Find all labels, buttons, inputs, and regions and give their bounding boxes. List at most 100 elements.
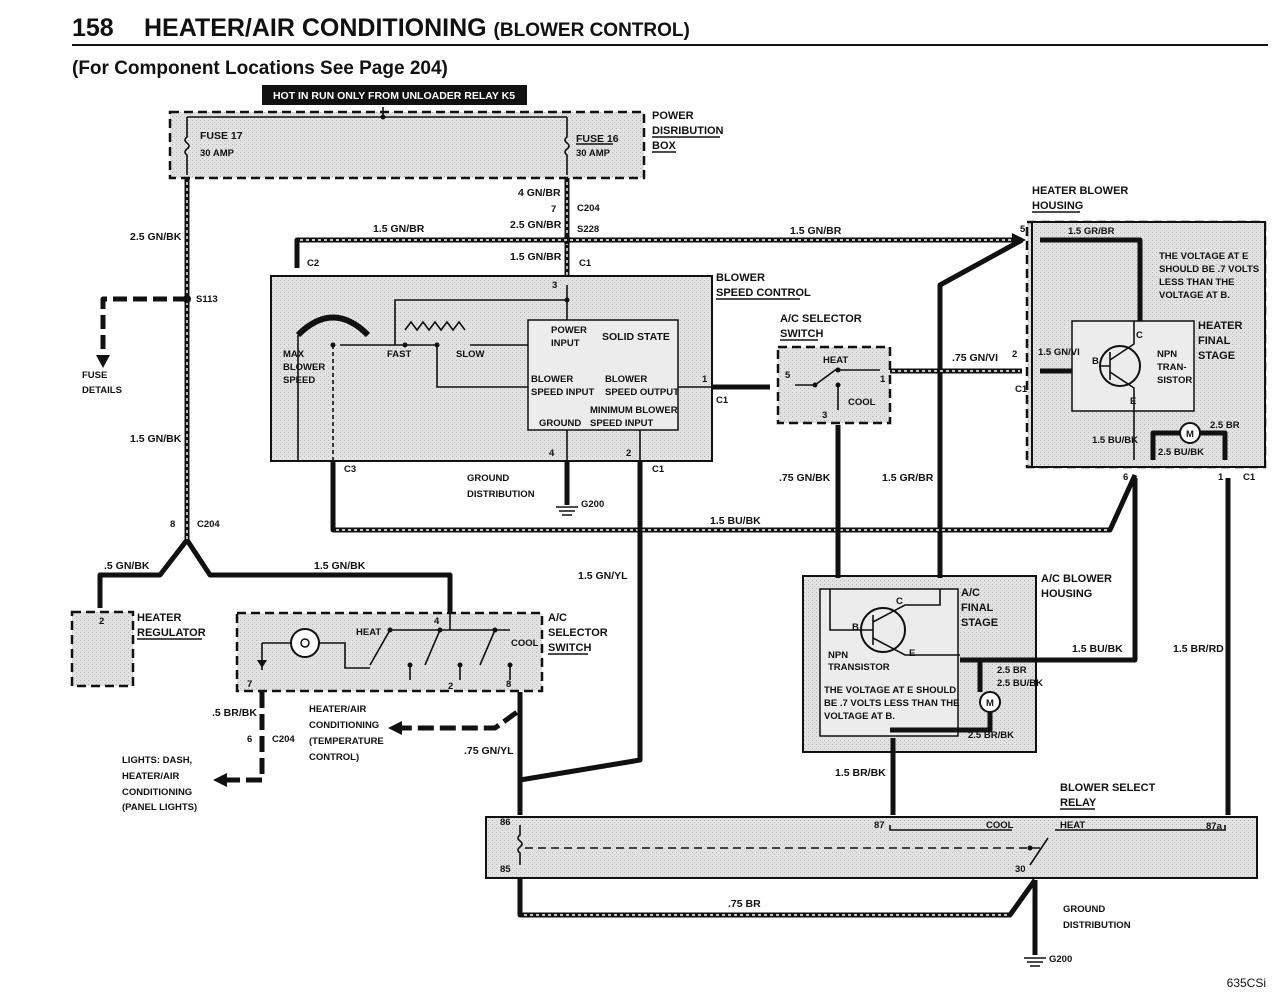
acs-top-title-2: SWITCH (780, 328, 823, 340)
acs-top-pin3: 3 (822, 410, 827, 421)
hfs-npn-2: TRAN- (1157, 362, 1187, 373)
c1-top: C1 (579, 258, 592, 269)
acfs-title-2: FINAL (961, 602, 994, 614)
acs-bot-cool: COOL (511, 638, 539, 649)
fuse16-rating: 30 AMP (576, 148, 611, 159)
acbh-title-1: A/C BLOWER (1041, 573, 1112, 585)
blower-speed-control: BLOWER SPEED CONTROL MAX BLOWER SPEED FA… (270, 272, 811, 462)
hbh-15grbr: 1.5 GR/BR (1068, 226, 1115, 237)
acs-bot-pin8: 8 (506, 679, 511, 690)
c204-top: C204 (577, 203, 600, 214)
bsc-pin4: 4 (549, 448, 555, 459)
wire-15grbr: 1.5 GR/BR (882, 472, 934, 484)
acs-top-heat: HEAT (823, 355, 848, 366)
bsc-title-2: SPEED CONTROL (716, 287, 811, 299)
hfs-title-1: HEATER (1198, 320, 1242, 332)
page-title: HEATER/AIR CONDITIONING (BLOWER CONTROL) (144, 14, 690, 43)
hreg-pin2: 2 (99, 616, 104, 627)
gd-upper-2: DISTRIBUTION (467, 489, 535, 500)
hreg-title-1: HEATER (137, 612, 181, 624)
hbh-pin5: 5 (1020, 224, 1026, 235)
wire-15gnbr-a: 1.5 GN/BR (373, 223, 425, 235)
power-input-2: INPUT (551, 338, 580, 349)
wire-25gnbr: 2.5 GN/BR (510, 219, 562, 231)
bso-2: SPEED OUTPUT (605, 387, 679, 398)
hbh-c1: C1 (1015, 384, 1028, 395)
power-box-title-3: BOX (652, 140, 677, 152)
bsr-pin86: 86 (500, 817, 511, 828)
acbh-motor-m: M (986, 698, 994, 709)
page-subtitle: (For Component Locations See Page 204) (72, 58, 448, 79)
page-title-suffix: (BLOWER CONTROL) (493, 20, 690, 41)
bsr-title-1: BLOWER SELECT (1060, 782, 1156, 794)
c1-bsc-bottom: C1 (652, 464, 665, 475)
power-box-title-2: DISRIBUTION (652, 125, 724, 137)
bsi-1: BLOWER (531, 374, 573, 385)
fuse17-rating: 30 AMP (200, 148, 235, 159)
slow-label: SLOW (456, 349, 485, 360)
gd-lower-2: DISTRIBUTION (1063, 920, 1131, 931)
fuse17-label: FUSE 17 (200, 130, 243, 142)
temp-ctrl-3: (TEMPERATURE (309, 736, 384, 747)
hbh-15bubk: 1.5 BU/BK (1092, 435, 1138, 446)
acs-top-pin1: 1 (880, 374, 886, 385)
acfs-pin-b: B (852, 622, 859, 633)
acs-top-cool: COOL (848, 397, 876, 408)
solid-state-label: SOLID STATE (602, 331, 670, 343)
max-label-1: MAX (283, 349, 305, 360)
hbh-25br: 2.5 BR (1210, 420, 1240, 431)
fuse-details-2: DETAILS (82, 385, 122, 396)
hbh-pin2: 2 (1012, 349, 1017, 360)
bsc-pin1: 1 (702, 374, 708, 385)
g200-lower-label: G200 (1049, 954, 1072, 965)
g200-upper-label: G200 (581, 499, 604, 510)
s228-label: S228 (577, 224, 599, 235)
heater-regulator: 2 HEATER REGULATOR (70, 610, 206, 688)
power-distribution-box: FUSE 17 30 AMP FUSE 16 30 AMP POWER DISR… (168, 107, 724, 180)
wire-15brbk: 1.5 BR/BK (835, 767, 886, 779)
bsc-pin3: 3 (552, 280, 557, 291)
page-header: 158 HEATER/AIR CONDITIONING (BLOWER CONT… (72, 10, 1268, 46)
wire-15gnbk-b: 1.5 GN/BK (314, 560, 366, 572)
hreg-title-2: REGULATOR (137, 627, 206, 639)
lights-3: CONDITIONING (122, 787, 192, 798)
ground-g200-upper: G200 GROUND DISTRIBUTION (467, 473, 604, 516)
c3-label: C3 (344, 464, 356, 475)
hfs-pin-c: C (1136, 330, 1143, 341)
hfs-title-2: FINAL (1198, 335, 1231, 347)
bsr-heat: HEAT (1060, 820, 1085, 831)
hfs-pin-e: E (1130, 396, 1136, 407)
lights-2: HEATER/AIR (122, 771, 179, 782)
ground-int-label: GROUND (539, 418, 581, 429)
hbh-c1-b: C1 (1243, 472, 1256, 483)
wire-15gnyl: 1.5 GN/YL (578, 570, 628, 582)
hfs-npn-1: NPN (1157, 349, 1177, 360)
wire-075gnyl: .75 GN/YL (464, 745, 514, 757)
bsr-pin85: 85 (500, 864, 511, 875)
lights-4: (PANEL LIGHTS) (122, 802, 197, 813)
wire-25gnbk: 2.5 GN/BK (130, 231, 182, 243)
ac-selector-switch-bottom: A/C SELECTOR SWITCH HEAT COOL 4 7 2 8 (235, 611, 608, 693)
acfs-note-1: THE VOLTAGE AT E SHOULD (824, 685, 956, 696)
acs-bot-heat: HEAT (356, 627, 381, 638)
c204-pin8: 8 (170, 519, 175, 530)
max-label-3: SPEED (283, 375, 315, 386)
model-code: 635CSi (1226, 976, 1266, 990)
bsi-2: SPEED INPUT (531, 387, 595, 398)
bsr-pin87: 87 (874, 820, 885, 831)
page-title-main: HEATER/AIR CONDITIONING (144, 14, 487, 42)
acs-bot-pin4: 4 (434, 616, 440, 627)
acfs-title-3: STAGE (961, 617, 998, 629)
acfs-note-3: VOLTAGE AT B. (824, 711, 895, 722)
hbh-25bubk: 2.5 BU/BK (1158, 447, 1204, 458)
s113-label: S113 (196, 294, 218, 305)
bsr-title-2: RELAY (1060, 797, 1097, 809)
fuse16-label: FUSE 16 (576, 133, 619, 145)
hfs-note-1: THE VOLTAGE AT E (1159, 251, 1248, 262)
c204-left: C204 (197, 519, 220, 530)
power-box-title-1: POWER (652, 110, 694, 122)
hfs-note-4: VOLTAGE AT B. (1159, 290, 1230, 301)
hfs-title-3: STAGE (1198, 350, 1235, 362)
wire-05gnbk: .5 GN/BK (104, 560, 150, 572)
